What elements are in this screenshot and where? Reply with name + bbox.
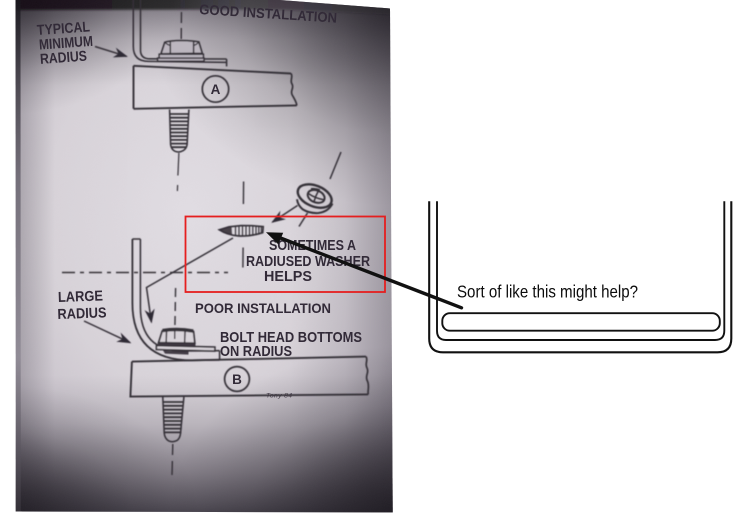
svg-text:RADIUS: RADIUS [57,305,107,323]
svg-text:B: B [232,372,242,387]
svg-text:RADIUSED WASHER: RADIUSED WASHER [246,254,370,270]
svg-text:TYPICAL: TYPICAL [36,19,90,39]
svg-text:BOLT HEAD BOTTOMS: BOLT HEAD BOTTOMS [220,330,362,346]
svg-text:HELPS: HELPS [264,269,312,285]
svg-text:ON RADIUS: ON RADIUS [220,344,292,360]
svg-text:POOR INSTALLATION: POOR INSTALLATION [195,300,331,316]
svg-text:Sort of like this might help?: Sort of like this might help? [457,281,638,301]
svg-text:LARGE: LARGE [58,288,104,306]
svg-text:A: A [211,82,221,97]
svg-text:RADIUS: RADIUS [39,49,87,68]
svg-text:MINIMUM: MINIMUM [38,34,93,54]
svg-text:Tony 84: Tony 84 [266,393,292,400]
